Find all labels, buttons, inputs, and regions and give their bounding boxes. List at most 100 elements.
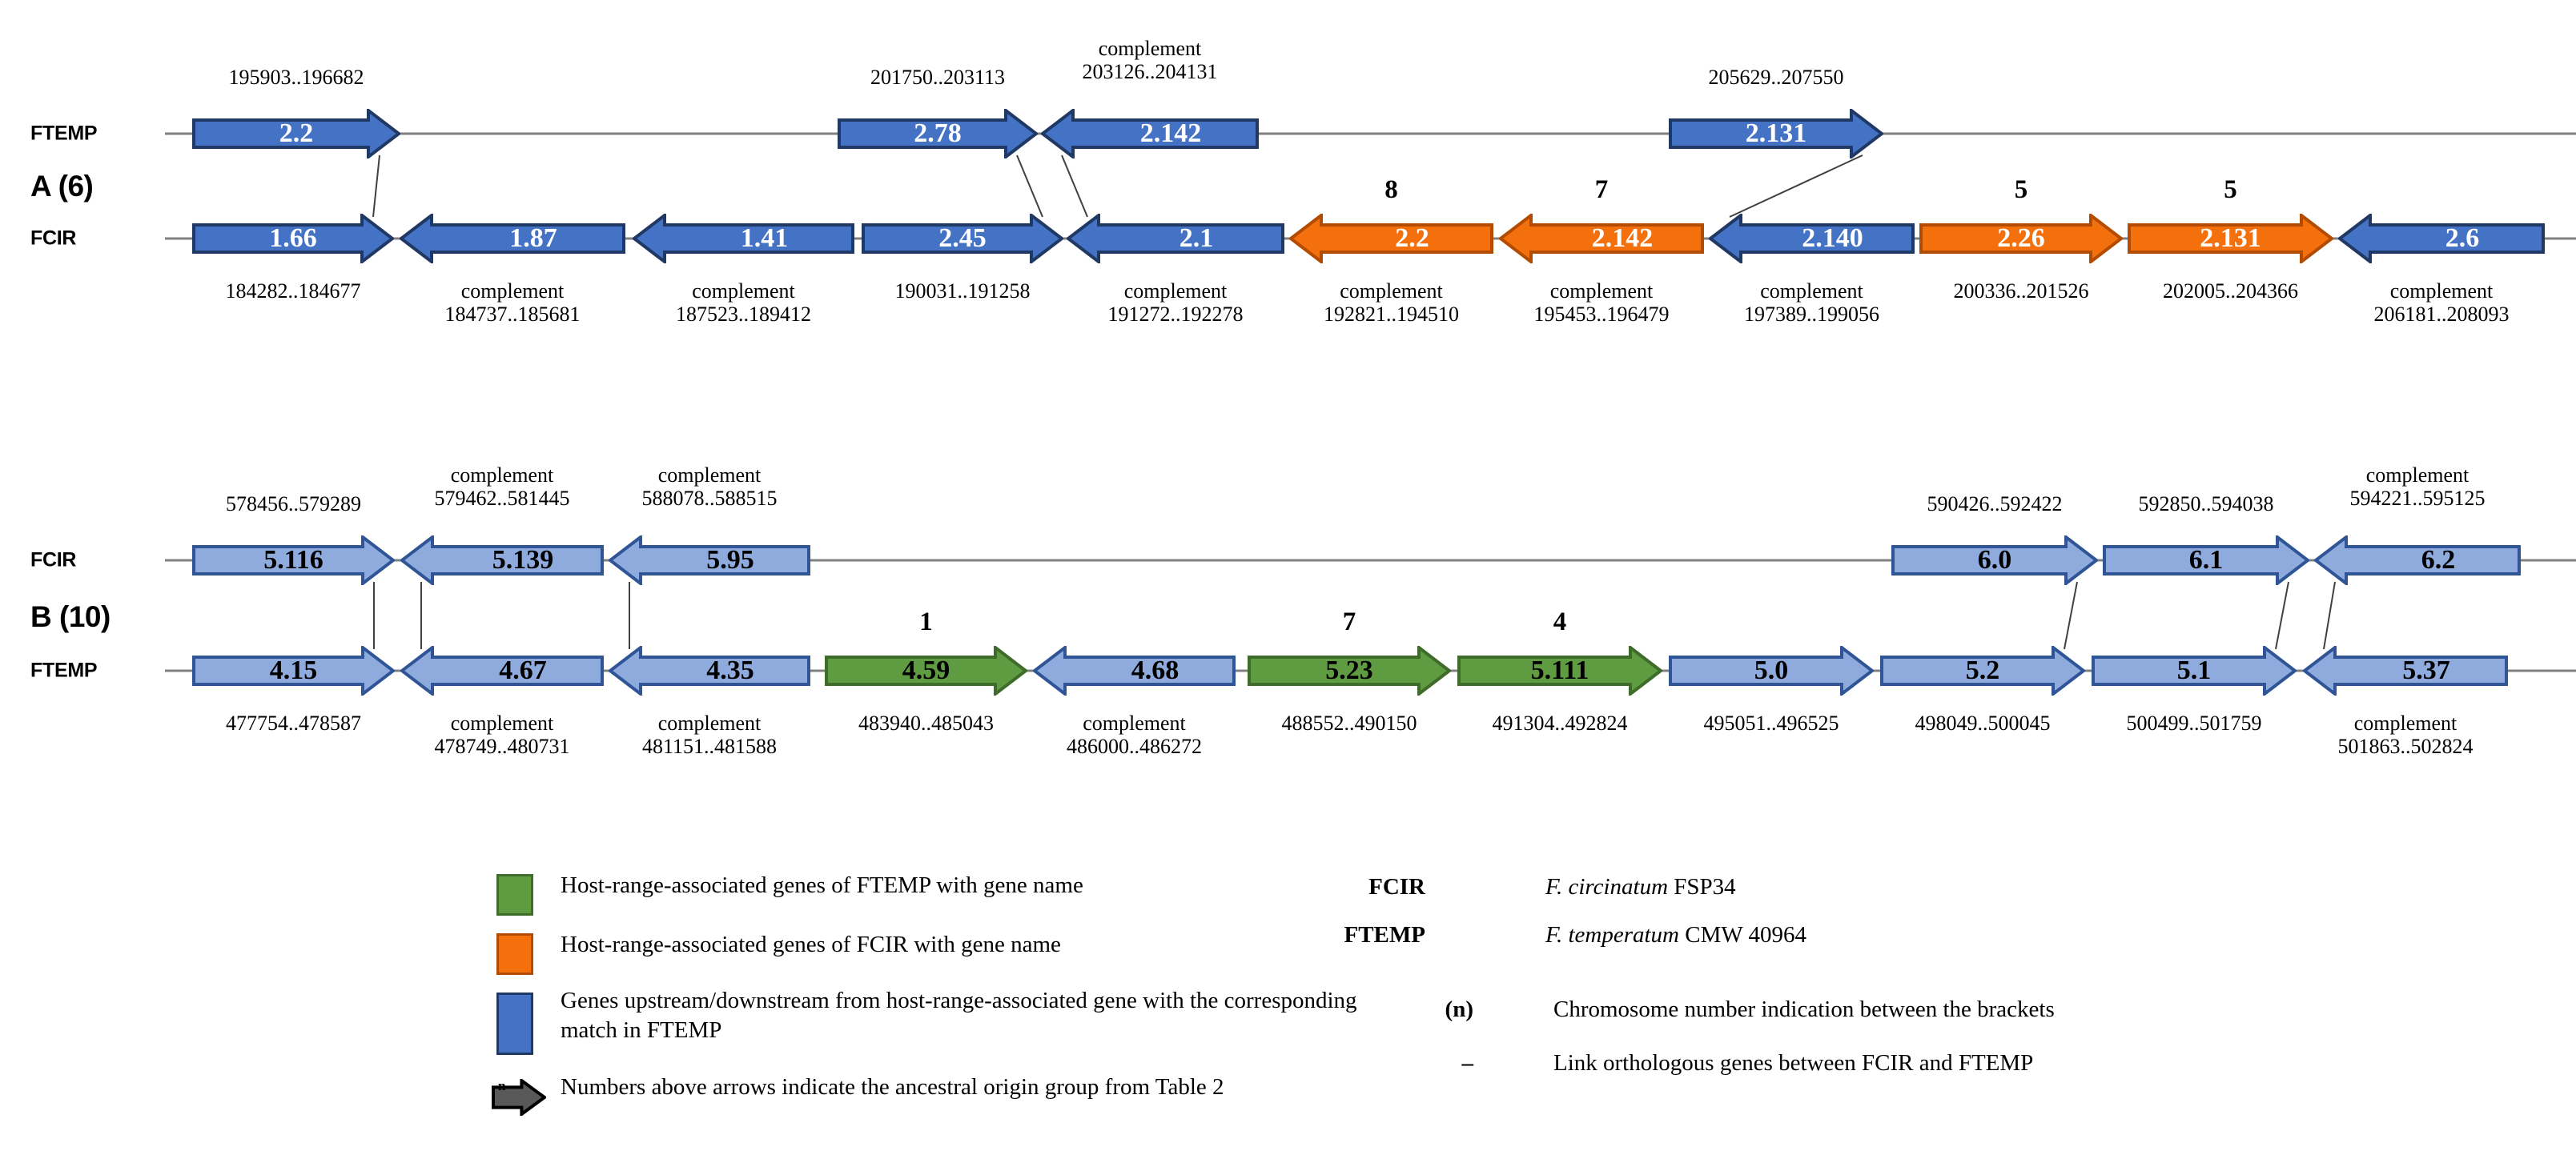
gene-coordinates: 201750..203113	[870, 66, 1005, 89]
coordinate-range: 203126..204131	[1082, 60, 1218, 84]
gene-arrow-4-67[interactable]: 4.67	[400, 646, 604, 696]
gene-arrow-5-37[interactable]: 5.37	[2303, 646, 2508, 696]
ortholog-link-line	[1729, 154, 1863, 218]
legend-note-text: Chromosome number indication between the…	[1553, 997, 2055, 1022]
gene-arrow-2-2[interactable]: 2.2	[1289, 214, 1493, 263]
gene-arrow-1-66[interactable]: 1.66	[192, 214, 394, 263]
gene-arrow-2-26[interactable]: 2.26	[1919, 214, 2123, 263]
gene-arrow-2-45[interactable]: 2.45	[862, 214, 1063, 263]
complement-word: complement	[692, 279, 795, 303]
ortholog-link-line	[1061, 154, 1088, 218]
coordinate-range: 200336..201526	[1953, 279, 2089, 303]
legend-item-text: Host-range-associated genes of FTEMP wit…	[561, 872, 1083, 898]
legend-abbrev-value-ftemp: F. temperatum CMW 40964	[1545, 922, 1806, 948]
gene-arrow-5-23[interactable]: 5.23	[1248, 646, 1451, 696]
species-name: F. temperatum	[1545, 922, 1680, 948]
legend-item-text: Genes upstream/downstream from host-rang…	[561, 988, 1357, 1044]
complement-word: complement	[1340, 279, 1443, 303]
coordinate-range: 195903..196682	[228, 66, 364, 89]
ancestral-group-number: 1	[919, 608, 933, 636]
complement-word: complement	[450, 712, 554, 735]
gene-arrow-2-131[interactable]: 2.131	[2128, 214, 2333, 263]
gene-coordinates: 483940..485043	[858, 712, 994, 735]
panel-letter-b: B (10)	[30, 600, 111, 633]
gene-arrow-5-1[interactable]: 5.1	[2092, 646, 2297, 696]
gene-arrow-2-6[interactable]: 2.6	[2338, 214, 2545, 263]
row-label-a-fcir: FCIR	[30, 227, 77, 250]
gene-arrow-4-59[interactable]: 4.59	[825, 646, 1027, 696]
ancestral-group-number: 8	[1384, 175, 1398, 204]
gene-coordinates: 200336..201526	[1954, 279, 2089, 303]
complement-word: complement	[1098, 37, 1202, 60]
gene-coordinates: 190031..191258	[895, 279, 1031, 303]
legend-abbrev-value-fcir: F. circinatum FSP34	[1545, 874, 1736, 900]
gene-arrow-6-2[interactable]: 6.2	[2314, 535, 2521, 585]
ortholog-link-line	[2275, 581, 2289, 650]
gene-arrow-2-131[interactable]: 2.131	[1669, 109, 1883, 158]
coordinate-range: 202005..204366	[2163, 279, 2298, 303]
gene-arrow-5-116[interactable]: 5.116	[192, 535, 395, 585]
coordinate-range: 588078..588515	[641, 487, 778, 511]
chromosome-axis-b-fcir	[165, 559, 2576, 562]
gene-coordinates: 590426..592422	[1927, 492, 2063, 515]
gene-coordinates: 477754..478587	[226, 712, 361, 735]
coordinate-range: 201750..203113	[870, 66, 1006, 89]
ortholog-link-line	[372, 154, 380, 218]
ancestral-group-number: 7	[1342, 608, 1356, 636]
coordinate-range: 579462..581445	[434, 487, 570, 511]
gene-arrow-4-15[interactable]: 4.15	[192, 646, 395, 696]
gene-coordinates: 498049..500045	[1915, 712, 2051, 735]
legend-item-text: Host-range-associated genes of FCIR with…	[561, 932, 1061, 957]
gene-coordinates: 488552..490150	[1282, 712, 1417, 735]
legend-abbrev-key-ftemp: FTEMP	[1344, 922, 1426, 948]
coordinate-range: 191272..192278	[1107, 303, 1244, 327]
gene-arrow-1-87[interactable]: 1.87	[400, 214, 625, 263]
gene-arrow-2-2[interactable]: 2.2	[192, 109, 400, 158]
gene-arrow-5-139[interactable]: 5.139	[400, 535, 604, 585]
gene-arrow-2-140[interactable]: 2.140	[1709, 214, 1915, 263]
coordinate-range: 478749..480731	[434, 735, 570, 759]
legend-note-key: –	[1461, 1050, 1474, 1076]
coordinate-range: 488552..490150	[1281, 712, 1417, 735]
legend-note-text: Link orthologous genes between FCIR and …	[1553, 1050, 2034, 1076]
gene-coordinates: 578456..579289	[226, 492, 361, 515]
gene-arrow-5-95[interactable]: 5.95	[609, 535, 810, 585]
coordinate-range: 184282..184677	[225, 279, 361, 303]
coordinate-range: 501863..502824	[2337, 735, 2474, 759]
gene-arrow-5-111[interactable]: 5.111	[1457, 646, 1662, 696]
gene-arrow-2-142[interactable]: 2.142	[1499, 214, 1704, 263]
gene-coordinates: 184282..184677	[226, 279, 361, 303]
gene-arrow-4-68[interactable]: 4.68	[1033, 646, 1236, 696]
gene-coordinates: 205629..207550	[1709, 66, 1844, 89]
coordinate-range: 500499..501759	[2126, 712, 2262, 735]
coordinate-range: 192821..194510	[1324, 303, 1459, 327]
coordinate-range: 594221..595125	[2349, 487, 2486, 511]
gene-arrow-2-1[interactable]: 2.1	[1067, 214, 1284, 263]
gene-arrow-5-2[interactable]: 5.2	[1880, 646, 2085, 696]
gene-coordinates: 202005..204366	[2163, 279, 2298, 303]
complement-word: complement	[1123, 279, 1228, 303]
complement-word: complement	[1760, 279, 1863, 303]
gene-arrow-6-1[interactable]: 6.1	[2103, 535, 2309, 585]
gene-arrow-4-35[interactable]: 4.35	[609, 646, 810, 696]
gene-arrow-6-0[interactable]: 6.0	[1891, 535, 2098, 585]
coordinate-range: 197389..199056	[1744, 303, 1879, 327]
coordinate-range: 206181..208093	[2373, 303, 2510, 327]
row-label-a-ftemp: FTEMP	[30, 122, 98, 145]
gene-arrow-5-0[interactable]: 5.0	[1669, 646, 1874, 696]
gene-arrow-1-41[interactable]: 1.41	[633, 214, 854, 263]
legend-swatch-green	[496, 874, 533, 916]
gene-arrow-2-142[interactable]: 2.142	[1041, 109, 1259, 158]
coordinate-range: 190031..191258	[894, 279, 1031, 303]
complement-word: complement	[2389, 279, 2494, 303]
gene-arrow-2-78[interactable]: 2.78	[838, 109, 1038, 158]
